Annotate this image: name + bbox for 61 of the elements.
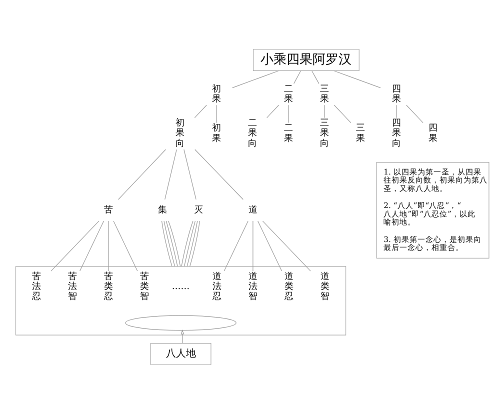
node-box: 小乘四果阿罗汉: [252, 48, 360, 70]
connector: [266, 104, 280, 118]
node-text: 苦类忍: [104, 271, 114, 302]
connector: [232, 70, 280, 88]
connector: [324, 104, 325, 118]
connector: [406, 104, 424, 123]
node-text: 初果: [212, 84, 221, 104]
node-text: 三果向: [320, 118, 330, 148]
connector: [258, 220, 282, 271]
node-text: 道: [248, 204, 258, 215]
node-text: 初果: [212, 123, 221, 144]
node-text: 道类智: [320, 271, 330, 302]
connector: [312, 70, 320, 84]
node-text: 灭: [194, 204, 204, 215]
connector: [80, 220, 104, 271]
node-text: 二果: [284, 84, 293, 104]
connector: [168, 220, 181, 266]
node-text: 四果: [428, 123, 438, 144]
connector: [190, 220, 200, 266]
connector: [184, 148, 196, 200]
node-text: 四果: [392, 84, 402, 104]
node-text: 四果向: [392, 118, 402, 148]
connector: [166, 220, 178, 266]
node-text: 初果向: [176, 118, 185, 148]
connector: [252, 220, 254, 271]
node-text: 苦法忍: [32, 271, 41, 302]
connector: [162, 220, 172, 266]
node-text: 二果: [284, 123, 293, 144]
connector: [334, 70, 381, 88]
connector: [164, 148, 177, 200]
connector: [262, 220, 311, 271]
connector: [181, 220, 194, 266]
connector: [113, 220, 138, 271]
connector: [288, 104, 289, 123]
node-text: 三果: [356, 123, 366, 144]
node-text: 道法忍: [212, 271, 222, 302]
node-text: 集: [158, 204, 167, 215]
node-text: 二果向: [248, 118, 257, 148]
connector: [194, 148, 244, 200]
connector: [396, 104, 397, 118]
node-text: ……: [172, 281, 190, 292]
node-ellipse: [125, 314, 236, 330]
arrow: [180, 329, 184, 344]
connector: [184, 220, 196, 266]
connector: [216, 104, 217, 123]
connector: [164, 220, 176, 266]
node-text: 苦: [104, 204, 114, 215]
connector: [334, 104, 352, 123]
connector: [108, 220, 109, 271]
node-text: 苦法智: [68, 271, 78, 302]
node-box: 八人地: [150, 342, 212, 364]
node-text: 道类忍: [284, 271, 294, 302]
connector: [118, 148, 166, 200]
node-text: 苦类智: [140, 271, 150, 302]
connector: [224, 220, 248, 271]
node-text: 道法智: [248, 271, 258, 302]
connector: [194, 104, 207, 118]
connector: [294, 70, 302, 84]
node-text: 三果: [320, 84, 330, 104]
connector: [50, 220, 100, 271]
connector: [186, 220, 198, 266]
